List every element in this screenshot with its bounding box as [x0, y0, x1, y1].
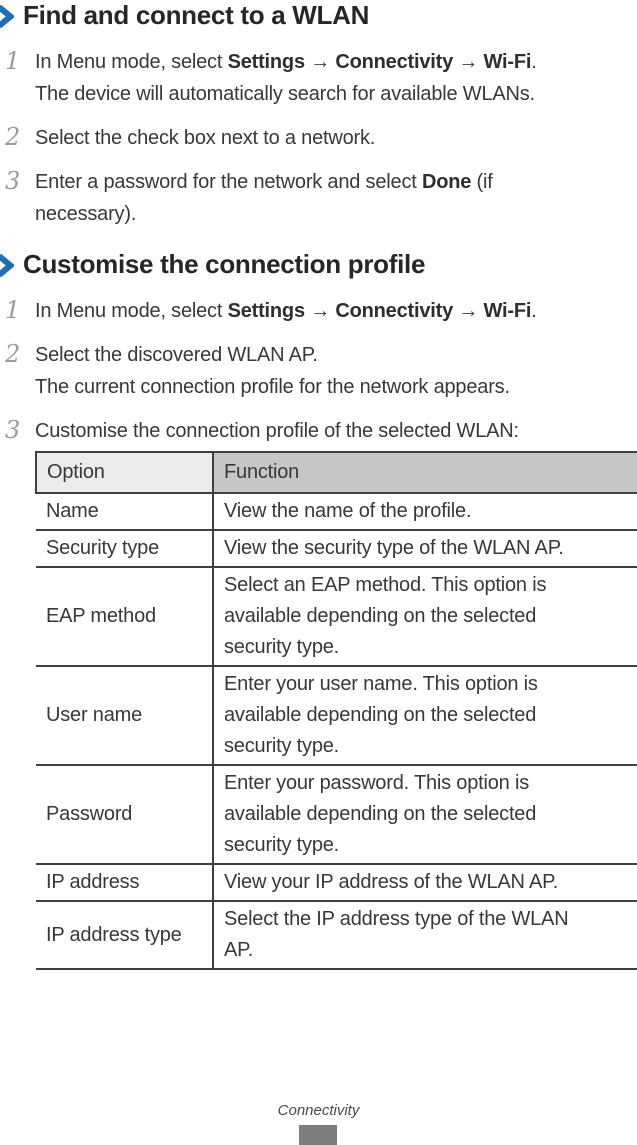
step: 1 In Menu mode, select Settings → Connec… — [0, 46, 637, 110]
table-header-row: Option Function — [35, 451, 637, 494]
page-number-box — [299, 1125, 337, 1145]
section-title: Find and connect to a WLAN — [23, 0, 370, 30]
options-table: Option Function Name View the name of th… — [35, 451, 637, 970]
step-number: 1 — [5, 296, 21, 324]
step-number: 2 — [5, 123, 21, 151]
step: 3 Enter a password for the network and s… — [0, 166, 637, 230]
step-number: 3 — [5, 167, 21, 195]
table-header-option: Option — [35, 451, 214, 494]
function-cell: Enter your password. This option is avai… — [213, 765, 637, 865]
option-cell: User name — [36, 666, 214, 766]
step-text: Select the discovered WLAN AP. The curre… — [35, 344, 510, 398]
table-row: Password Enter your password. This optio… — [36, 765, 637, 865]
option-cell: EAP method — [36, 567, 214, 667]
step-text: In Menu mode, select Settings → Connecti… — [35, 300, 537, 322]
table-row: User name Enter your user name. This opt… — [36, 666, 637, 766]
step-text: Enter a password for the network and sel… — [35, 171, 493, 225]
step: 3 Customise the connection profile of th… — [0, 415, 637, 447]
table-header-function: Function — [213, 451, 637, 494]
function-cell: View the name of the profile. — [213, 493, 637, 531]
step: 2 Select the check box next to a network… — [0, 122, 637, 154]
footer-page-label: Connectivity — [277, 1102, 360, 1119]
page-content: Find and connect to a WLAN 1 In Menu mod… — [0, 0, 637, 970]
step: 1 In Menu mode, select Settings → Connec… — [0, 295, 637, 327]
step-text: In Menu mode, select Settings → Connecti… — [35, 51, 537, 105]
option-cell: Password — [36, 765, 214, 865]
table-row: Security type View the security type of … — [36, 530, 637, 568]
function-cell: Enter your user name. This option is ava… — [213, 666, 637, 766]
function-cell: Select an EAP method. This option is ava… — [213, 567, 637, 667]
step-text: Customise the connection profile of the … — [35, 420, 519, 442]
function-cell: View your IP address of the WLAN AP. — [213, 864, 637, 902]
function-cell: View the security type of the WLAN AP. — [213, 530, 637, 568]
table-row: EAP method Select an EAP method. This op… — [36, 567, 637, 667]
step-number: 3 — [5, 416, 21, 444]
section-heading-find-connect: Find and connect to a WLAN — [0, 0, 637, 34]
option-cell: Security type — [36, 530, 214, 568]
section-heading-customise-profile: Customise the connection profile — [0, 249, 637, 283]
table-row: IP address type Select the IP address ty… — [36, 901, 637, 970]
table-row: Name View the name of the profile. — [36, 493, 637, 531]
section-title: Customise the connection profile — [23, 249, 426, 279]
step: 2 Select the discovered WLAN AP. The cur… — [0, 339, 637, 403]
option-cell: IP address — [36, 864, 214, 902]
chevron-right-icon — [0, 0, 23, 34]
step-number: 1 — [5, 47, 21, 75]
option-cell: IP address type — [36, 901, 214, 970]
step-text: Select the check box next to a network. — [35, 127, 376, 149]
table-row: IP address View your IP address of the W… — [36, 864, 637, 902]
function-cell: Select the IP address type of the WLAN A… — [213, 901, 637, 970]
step-number: 2 — [5, 340, 21, 368]
chevron-right-icon — [0, 249, 23, 283]
option-cell: Name — [36, 493, 214, 531]
